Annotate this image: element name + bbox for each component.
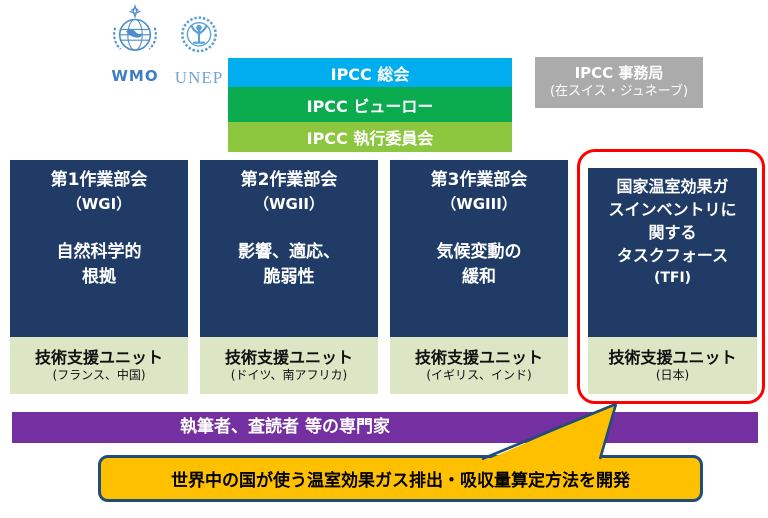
experts-bar-label: 執筆者、査読者 等の専門家	[180, 417, 390, 437]
tfi-callout-text: 世界中の国が使う温室効果ガス排出・吸収量算定方法を開発	[171, 471, 630, 491]
wmo-logo: WMO	[106, 4, 164, 85]
ipcc-secretariat-box: IPCC 事務局 (在スイス・ジュネーブ)	[535, 57, 703, 108]
task-force-inventories-box: 国家温室効果ガ スインベントリに 関する タスクフォース (TFI)	[588, 168, 757, 337]
secretariat-title: IPCC 事務局	[574, 64, 664, 83]
wg2-tsu-countries: (ドイツ、南アフリカ)	[230, 368, 348, 382]
tfi-tsu-box: 技術支援ユニット (日本)	[588, 337, 757, 394]
tfi-tsu-countries: (日本)	[655, 368, 690, 382]
ipcc-executive-committee-label: IPCC 執行委員会	[306, 129, 434, 148]
wg2-title: 第2作業部会	[240, 170, 338, 190]
wmo-logo-label: WMO	[111, 67, 159, 85]
secretariat-location: (在スイス・ジュネーブ)	[549, 83, 689, 99]
working-group-1-box: 第1作業部会 （WGI） 自然科学的 根拠	[10, 160, 188, 337]
wg2-abbr: （WGII）	[253, 195, 325, 213]
wg1-abbr: （WGI）	[66, 195, 132, 213]
wg3-tsu-countries: (イギリス、インド)	[426, 368, 532, 382]
wg1-tsu-countries: (フランス、中国)	[52, 368, 146, 382]
wg2-tsu-label: 技術支援ユニット	[224, 348, 353, 367]
working-group-2-box: 第2作業部会 （WGII） 影響、適応、 脆弱性	[200, 160, 378, 337]
wmo-globe-icon	[108, 4, 162, 66]
wg1-topic: 自然科学的 根拠	[56, 242, 142, 287]
wg3-tsu-box: 技術支援ユニット (イギリス、インド)	[390, 337, 568, 394]
unep-logo: UNEP	[168, 10, 230, 88]
tfi-tsu-label: 技術支援ユニット	[608, 348, 737, 367]
ipcc-bureau-label: IPCC ビューロー	[306, 96, 434, 116]
wg2-tsu-box: 技術支援ユニット (ドイツ、南アフリカ)	[200, 337, 378, 394]
working-group-3-box: 第3作業部会 （WGIII） 気候変動の 緩和	[390, 160, 568, 337]
unep-figure-icon	[174, 10, 224, 66]
wg1-tsu-box: 技術支援ユニット (フランス、中国)	[10, 337, 188, 394]
tfi-title: 国家温室効果ガ スインベントリに 関する タスクフォース	[608, 177, 737, 265]
ipcc-assembly-bar: IPCC 総会	[228, 58, 512, 87]
ipcc-assembly-label: IPCC 総会	[330, 64, 410, 84]
unep-logo-label: UNEP	[174, 68, 224, 87]
wg3-tsu-label: 技術支援ユニット	[414, 348, 543, 367]
wg2-topic: 影響、適応、 脆弱性	[238, 242, 340, 287]
experts-bar: 執筆者、査読者 等の専門家	[12, 412, 758, 443]
wg3-abbr: （WGIII）	[441, 195, 517, 213]
wg3-topic: 気候変動の 緩和	[436, 242, 522, 287]
wg1-tsu-label: 技術支援ユニット	[34, 348, 163, 367]
wg3-title: 第3作業部会	[430, 170, 528, 190]
tfi-callout-box: 世界中の国が使う温室効果ガス排出・吸収量算定方法を開発	[98, 455, 703, 502]
ipcc-bureau-bar: IPCC ビューロー	[228, 87, 512, 122]
ipcc-executive-committee-bar: IPCC 執行委員会	[228, 122, 512, 152]
tfi-abbr: (TFI)	[653, 270, 692, 286]
wg1-title: 第1作業部会	[50, 170, 148, 190]
tfi-highlight-outline	[577, 149, 765, 404]
